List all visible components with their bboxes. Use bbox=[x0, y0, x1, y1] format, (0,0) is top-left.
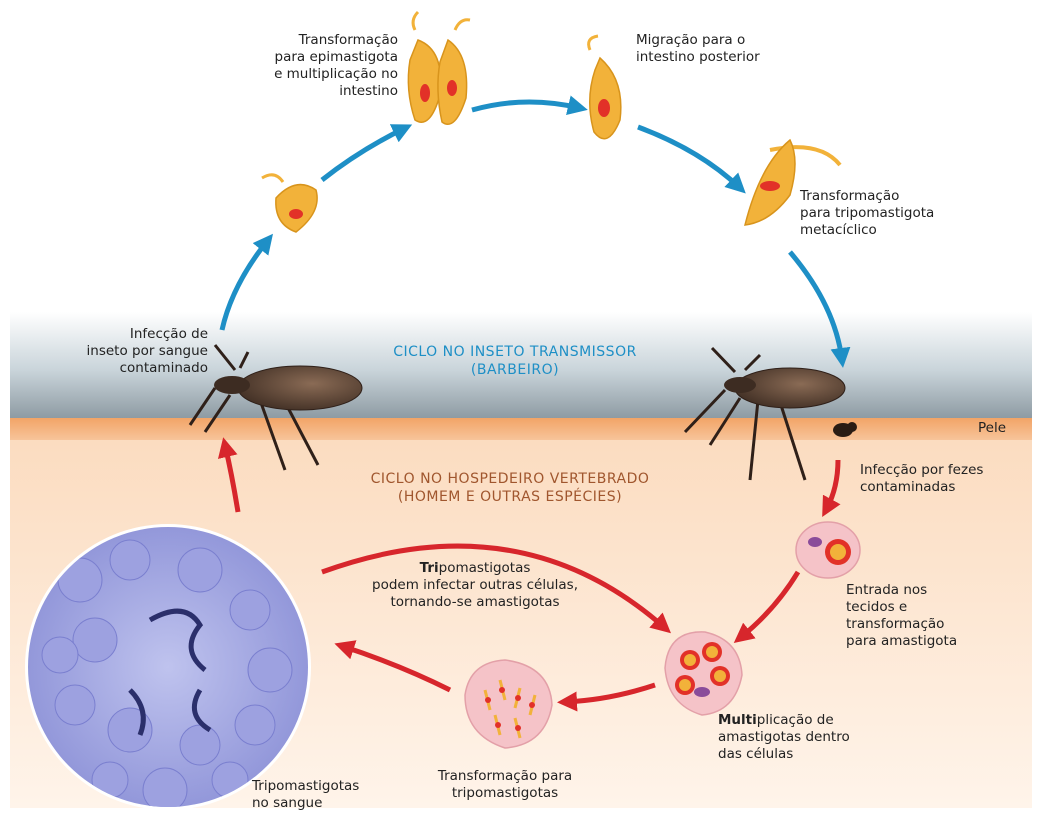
tissue-entry-label: Entrada nos tecidos e transformação para… bbox=[846, 582, 1006, 650]
metacyclic-label: Transformação para tripomastigota metací… bbox=[800, 188, 980, 239]
feces-infection-label: Infecção por fezes contaminadas bbox=[860, 462, 1030, 496]
multiplication-label: Multiplicação de amastigotas dentro das … bbox=[718, 712, 898, 763]
cell-icon bbox=[796, 522, 860, 578]
blood-smear-icon bbox=[25, 524, 311, 812]
blood-tripo-label: Tripomastigotas no sangue bbox=[252, 778, 402, 812]
skin-label: Pele bbox=[978, 420, 1028, 437]
infect-others-label: Tripomastigotas podem infectar outras cé… bbox=[345, 560, 605, 611]
skin-band bbox=[10, 418, 1032, 440]
arrow-blue-4 bbox=[638, 127, 740, 188]
parasite-icon bbox=[408, 12, 470, 124]
parasite-icon bbox=[589, 36, 621, 139]
epimastigote-label: Transformação para epimastigota e multip… bbox=[238, 32, 398, 100]
multiplication-label-prefix: Multi bbox=[718, 712, 757, 728]
parasite-icon bbox=[262, 175, 317, 232]
infection-insect-label: Infecção de inseto por sangue contaminad… bbox=[58, 326, 208, 377]
arrow-blue-3 bbox=[472, 102, 580, 110]
arrow-blue-2 bbox=[322, 128, 405, 180]
transform-tripo-label: Transformação para tripomastigotas bbox=[405, 768, 605, 802]
infect-others-label-prefix: Tri bbox=[420, 560, 439, 576]
insect-cycle-title: CICLO NO INSETO TRANSMISSOR (BARBEIRO) bbox=[365, 343, 665, 379]
host-cycle-title: CICLO NO HOSPEDEIRO VERTEBRADO (HOMEM E … bbox=[335, 470, 685, 506]
infect-others-label-rest: pomastigotas podem infectar outras célul… bbox=[372, 560, 578, 610]
migration-label: Migração para o intestino posterior bbox=[636, 32, 796, 66]
